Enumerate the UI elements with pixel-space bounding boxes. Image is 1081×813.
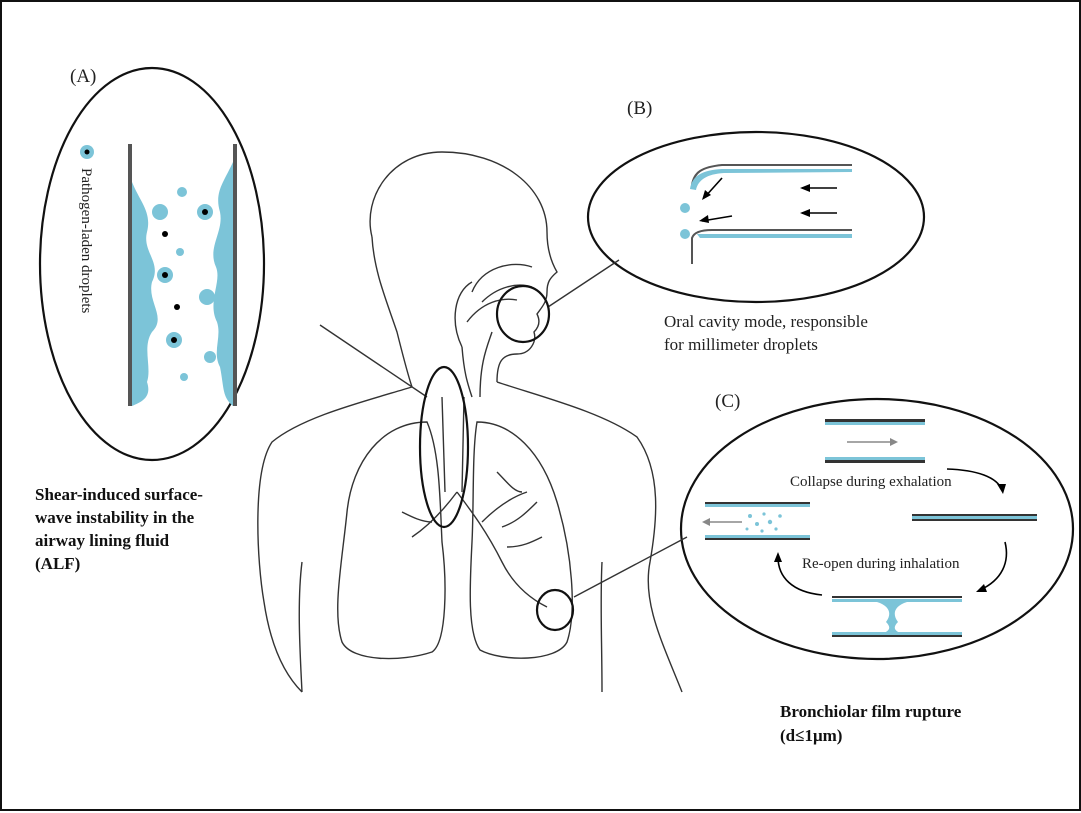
panel-c-caption-line: Bronchiolar film rupture (780, 702, 962, 721)
trachea-right (462, 397, 464, 492)
airway-line (705, 502, 810, 504)
bronchiole-highlight (537, 590, 573, 630)
panel-a-caption-line: wave instability in the (35, 508, 195, 527)
collapsed-airway (912, 514, 1037, 521)
airway-line (912, 514, 1037, 516)
panel-a: (A) Pathogen-laden droplets (35, 66, 264, 573)
droplet (177, 187, 187, 197)
collapse-label: Collapse during exhalation (790, 474, 952, 490)
aerosol (746, 528, 749, 531)
panel-b-zoom-circle (588, 132, 924, 302)
panel-c-zoom-circle (681, 399, 1073, 659)
lining-fluid-right (213, 162, 233, 406)
aerosol (762, 512, 765, 515)
airway-wall-right (233, 144, 237, 406)
aerosol (760, 529, 763, 532)
airway-fluid (912, 516, 1037, 519)
droplet (180, 373, 188, 381)
open-airway (825, 419, 925, 463)
arrow-head (699, 215, 709, 223)
right-lung (470, 422, 572, 658)
airway-wall-left (128, 144, 132, 406)
airflow-arrows (699, 178, 837, 223)
right-shoulder (497, 382, 682, 692)
aerosol (774, 527, 777, 530)
left-lung (338, 422, 445, 659)
head-outline (370, 152, 557, 382)
airway-line (832, 635, 962, 637)
collapse-arrow-head (997, 484, 1006, 494)
aerosol (748, 514, 752, 518)
panel-a-caption-line: (ALF) (35, 554, 80, 573)
airway-fluid (832, 599, 962, 602)
arrow-head (800, 209, 810, 217)
trachea-left (442, 397, 445, 492)
arrow-head (800, 184, 810, 192)
oral-highlight (497, 286, 549, 342)
panel-b: (B) Oral cavity mode, responsible for mi… (588, 98, 924, 354)
connector-b (548, 260, 619, 307)
pathogen (162, 272, 168, 278)
oral-droplet (680, 229, 690, 239)
airway-line (832, 596, 962, 598)
panel-b-label: (B) (627, 98, 652, 119)
droplet (199, 289, 215, 305)
airway-line (825, 419, 925, 422)
airway-fluid (825, 422, 925, 425)
flow-arrow-head (890, 438, 898, 446)
oral-upper-wall (692, 165, 852, 185)
aerosol (755, 522, 759, 526)
airway-fluid (705, 535, 810, 538)
legend-pathogen-icon (85, 150, 90, 155)
panel-b-caption-line: for millimeter droplets (664, 335, 818, 354)
panel-c-label: (C) (715, 391, 740, 412)
legend-label: Pathogen-laden droplets (78, 168, 94, 314)
bridge-arrow (980, 542, 1006, 590)
airway-fluid (832, 632, 962, 635)
oral-droplet (680, 203, 690, 213)
oral-lower-fluid (697, 234, 852, 238)
pathogen (162, 231, 168, 237)
droplet (204, 351, 216, 363)
panel-b-caption-line: Oral cavity mode, responsible (664, 312, 868, 331)
airway-fluid (705, 504, 810, 507)
liquid-film-bridge (877, 602, 907, 635)
flow-arrow-head (702, 518, 710, 526)
airway-line (705, 538, 810, 540)
pathogen (171, 337, 177, 343)
nasal-cavity (467, 264, 532, 322)
airway-line (825, 460, 925, 463)
connector-a (320, 325, 427, 397)
panel-c: (C) Collapse during exhalation (681, 391, 1073, 745)
panel-a-caption-line: airway lining fluid (35, 531, 170, 550)
panel-c-caption-line: (d≤1μm) (780, 726, 842, 745)
reopen-label: Re-open during inhalation (802, 556, 960, 572)
reopen-arrow-head (774, 552, 782, 562)
airway-line (912, 519, 1037, 521)
connector-c (574, 537, 687, 597)
panel-a-caption-line: Shear-induced surface- (35, 485, 203, 504)
torso-left (299, 562, 302, 692)
collapse-arrow (947, 469, 1002, 490)
airway-fluid (825, 457, 925, 460)
reopened-airway (702, 502, 810, 540)
aerosol (768, 520, 772, 524)
panel-a-label: (A) (70, 66, 96, 87)
pharynx (455, 282, 492, 397)
droplet (176, 248, 184, 256)
film-bridge-airway (832, 596, 962, 637)
pathogen (202, 209, 208, 215)
droplets (152, 187, 216, 381)
bridge-arrow-head (976, 584, 987, 592)
human-silhouette (258, 152, 682, 692)
droplet (152, 204, 168, 220)
pathogen (174, 304, 180, 310)
aerosol (778, 514, 782, 518)
